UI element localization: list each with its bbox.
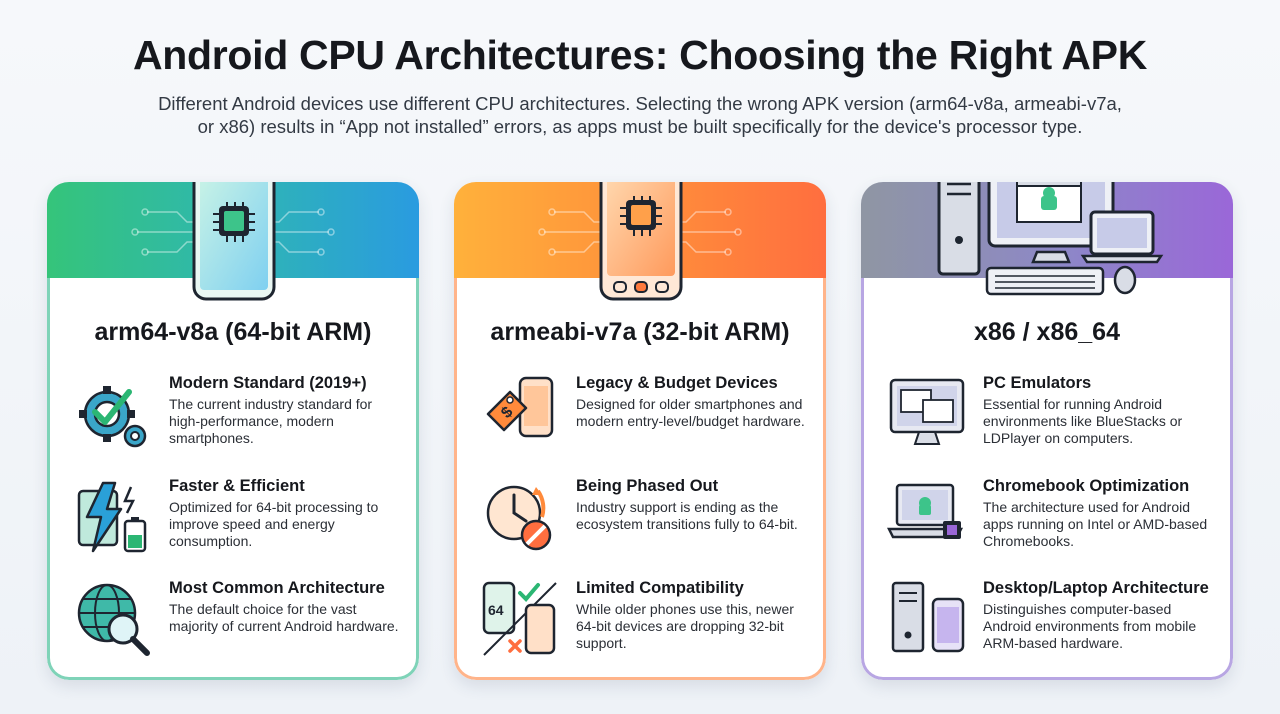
feature-heading: Legacy & Budget Devices [576,374,778,392]
feature-description: Essential for running Android environmen… [983,396,1183,446]
feature-desktop-laptop: Desktop/Laptop Architecture Distinguishe… [883,579,1213,669]
feature-most-common: Most Common Architecture The default cho… [69,579,399,669]
feature-legacy-budget: $ Legacy & Budget Devices Designed for o… [476,374,806,464]
feature-heading: Being Phased Out [576,477,719,495]
smartphone-chip-icon [599,182,683,301]
card-armv7: armeabi-v7a (32-bit ARM) $ Legacy & Budg… [454,182,826,680]
feature-heading: Chromebook Optimization [983,477,1190,495]
feature-description: Designed for older smartphones and moder… [576,396,805,429]
monitor-windows-icon [889,378,965,445]
price-tag-phone-icon: $ [486,376,554,438]
feature-phased-out: Being Phased Out Industry support is end… [476,477,806,567]
page-subtitle: Different Android devices use different … [90,92,1190,138]
lightning-battery-icon [77,481,147,553]
clock-forbidden-icon [486,485,552,551]
subtitle-line-1: Different Android devices use different … [158,93,1122,114]
tower-phone-icon [891,581,965,653]
feature-description: Industry support is ending as the ecosys… [576,499,798,532]
feature-description: Optimized for 64-bit processing to impro… [169,499,379,549]
compatibility-phones-icon: 64 [482,581,557,656]
feature-heading: Desktop/Laptop Architecture [983,579,1209,597]
laptop-android-icon [887,483,964,539]
smartphone-chip-icon [192,182,276,301]
feature-modern-standard: Modern Standard (2019+) The current indu… [69,374,399,464]
feature-heading: Faster & Efficient [169,477,305,495]
feature-chromebook: Chromebook Optimization The architecture… [883,477,1213,567]
feature-heading: Modern Standard (2019+) [169,374,367,392]
card-arm64: arm64-v8a (64-bit ARM) Modern Standard (… [47,182,419,680]
feature-pc-emulators: PC Emulators Essential for running Andro… [883,374,1213,464]
feature-description: The current industry standard for high-p… [169,396,373,446]
feature-heading: PC Emulators [983,374,1092,392]
page-title: Android CPU Architectures: Choosing the … [132,32,1148,78]
globe-magnifier-icon [77,583,150,656]
feature-description: While older phones use this, newer 64-bi… [576,601,794,651]
feature-description: The architecture used for Android apps r… [983,499,1208,549]
feature-limited-compat: 64 Limited Compatibility While older pho… [476,579,806,669]
compat-badge-label: 64 [488,602,504,618]
gear-check-icon [79,386,147,448]
feature-heading: Limited Compatibility [576,579,744,597]
card-title: armeabi-v7a (32-bit ARM) [490,318,790,346]
card-x86: x86 / x86_64 PC Emulators Essential for … [861,182,1233,680]
subtitle-line-2: or x86) results in “App not installed” e… [197,116,1083,137]
feature-heading: Most Common Architecture [169,579,385,597]
desktop-laptop-icon [937,182,1164,296]
feature-faster-efficient: Faster & Efficient Optimized for 64-bit … [69,477,399,567]
card-title: arm64-v8a (64-bit ARM) [94,318,372,346]
card-title: x86 / x86_64 [974,318,1120,346]
card-body [454,278,826,680]
feature-description: Distinguishes computer-based Android env… [983,601,1197,651]
feature-description: The default choice for the vast majority… [169,601,399,634]
